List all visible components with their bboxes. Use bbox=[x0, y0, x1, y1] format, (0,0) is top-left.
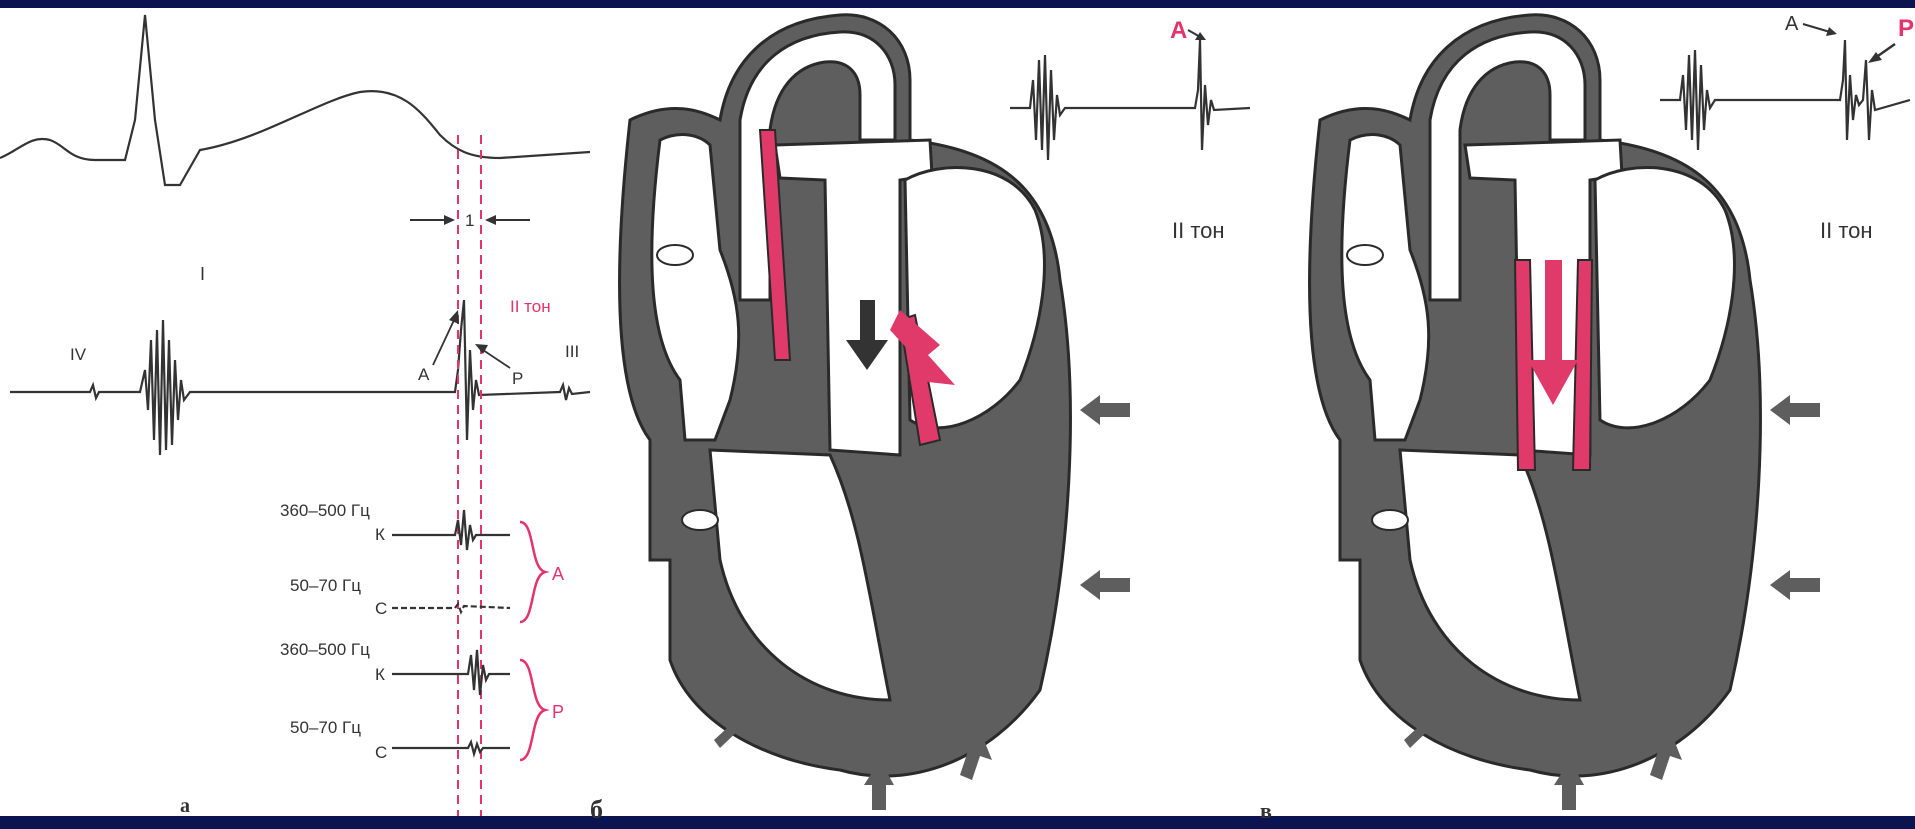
vessel-opening-2 bbox=[682, 510, 718, 530]
group-p-label: P bbox=[552, 702, 564, 722]
row1-freq: 360–500 Гц bbox=[280, 501, 370, 520]
row3-freq: 360–500 Гц bbox=[280, 640, 370, 659]
label-second-tone: II тон bbox=[510, 297, 551, 316]
row4-code: С bbox=[375, 743, 387, 762]
label-third-sound: III bbox=[565, 342, 579, 361]
label-p: P bbox=[512, 369, 523, 388]
row2-freq: 50–70 Гц bbox=[290, 576, 361, 595]
label-fourth-sound: IV bbox=[70, 345, 87, 364]
panel-b-marker: A bbox=[1170, 17, 1187, 44]
vessel-opening-2 bbox=[1372, 510, 1408, 530]
label-first-sound: I bbox=[200, 264, 205, 284]
panel-c-letter: в bbox=[1260, 798, 1272, 823]
panel-b-letter: б bbox=[590, 795, 603, 824]
vessel-opening-1 bbox=[1347, 245, 1383, 265]
group-a-label: A bbox=[552, 564, 564, 584]
row3-code: К bbox=[375, 665, 385, 684]
row4-freq: 50–70 Гц bbox=[290, 718, 361, 737]
panel-c-marker-a: A bbox=[1785, 13, 1799, 35]
row1-code: К bbox=[375, 525, 385, 544]
row2-code: С bbox=[375, 599, 387, 618]
panel-b-tone: II тон bbox=[1172, 218, 1225, 243]
panel-a-letter: а bbox=[180, 795, 190, 817]
panel-c-tone: II тон bbox=[1820, 218, 1873, 243]
label-a: A bbox=[418, 365, 430, 384]
panel-c-marker-p: P bbox=[1898, 15, 1914, 42]
interval-label: 1 bbox=[465, 211, 474, 230]
vessel-opening-1 bbox=[657, 245, 693, 265]
